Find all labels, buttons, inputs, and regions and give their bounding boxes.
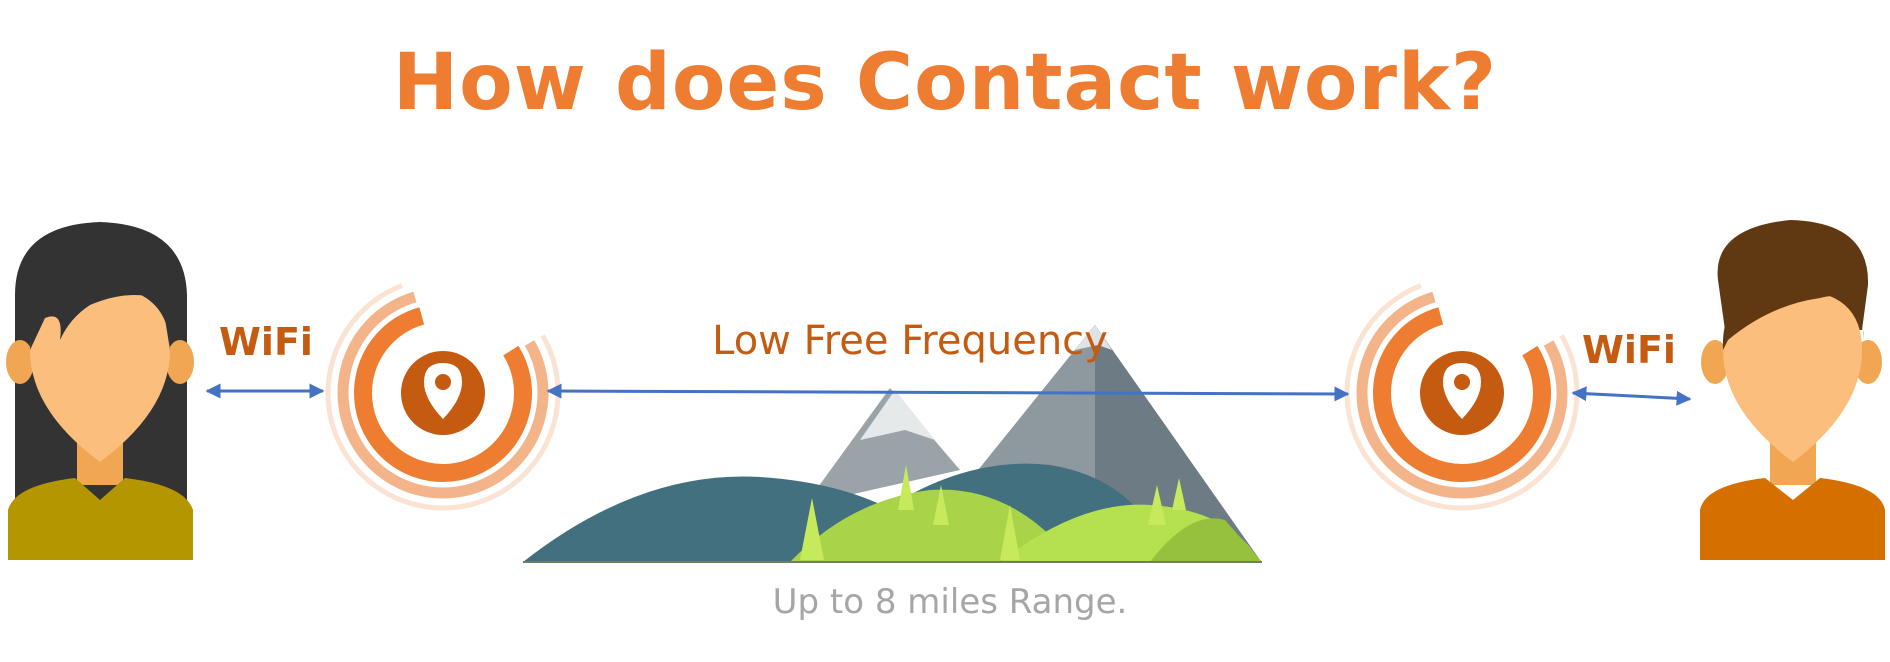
- frequency-arrow: [546, 383, 1350, 402]
- range-caption: Up to 8 miles Range.: [772, 582, 1128, 622]
- contact-logo-left-icon: [325, 275, 561, 511]
- contact-logo-right-icon: [1344, 275, 1580, 511]
- man-avatar-icon: [1700, 220, 1885, 560]
- page-title: How does Contact work?: [392, 38, 1498, 128]
- frequency-label: Low Free Frequency: [712, 318, 1108, 364]
- wifi-right-label: WiFi: [1582, 328, 1676, 372]
- woman-avatar-icon: [6, 222, 194, 560]
- wifi-left-label: WiFi: [219, 320, 313, 364]
- wifi-right-arrow: [1571, 386, 1692, 406]
